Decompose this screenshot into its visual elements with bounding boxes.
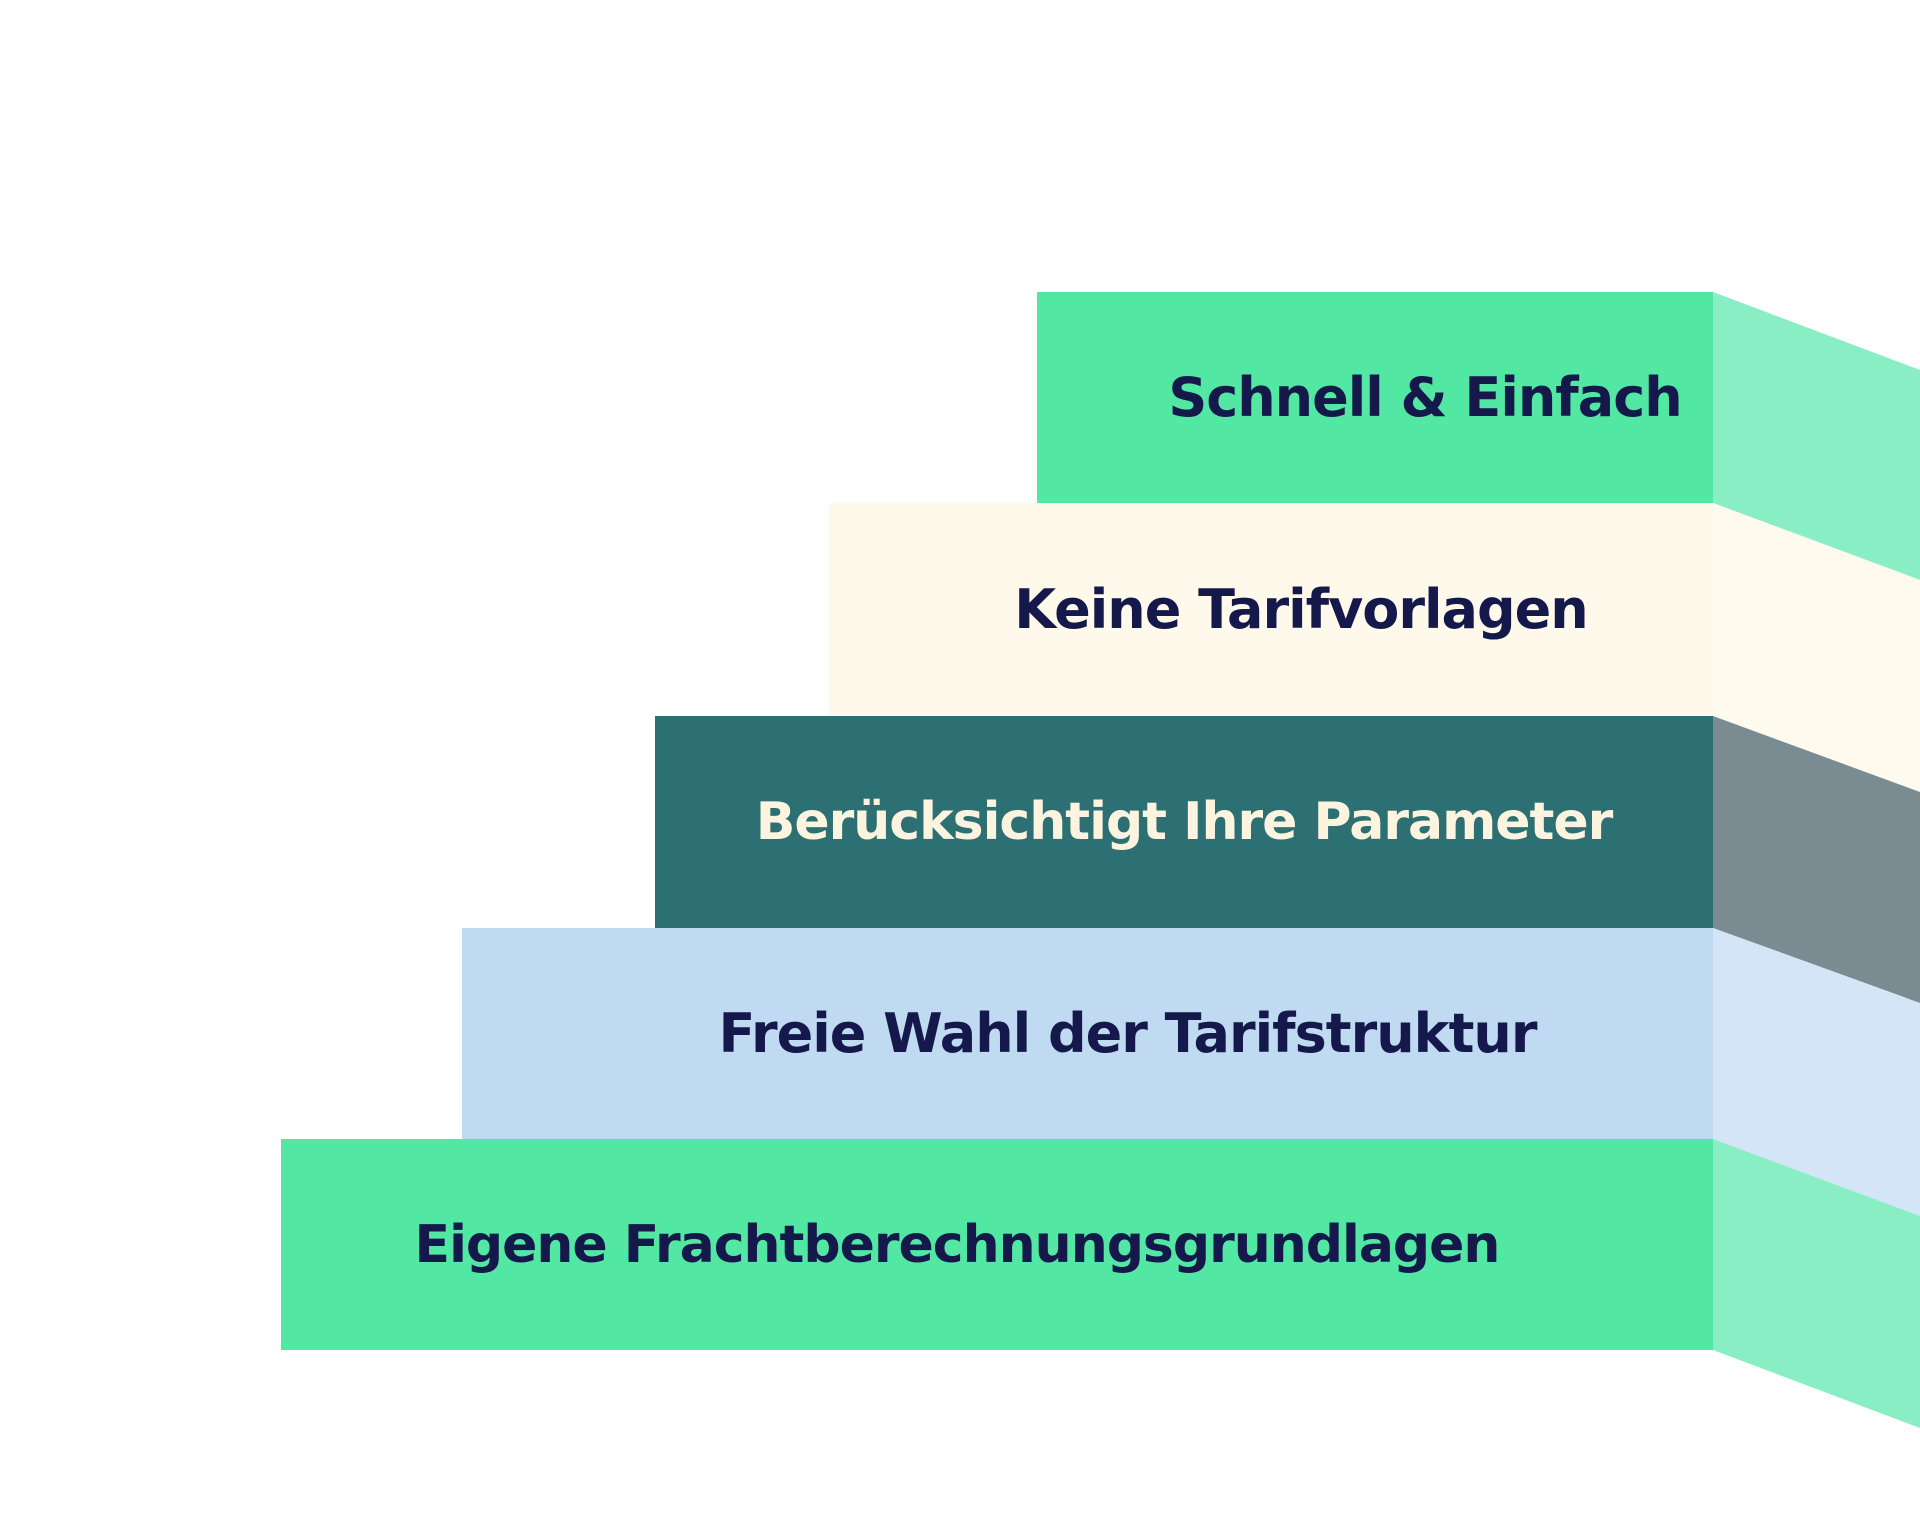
side-face-4 [1713,928,1920,1216]
side-face-2 [1713,503,1920,792]
side-face-5 [1713,1139,1920,1428]
step-keine-tarifvorlagen: Keine Tarifvorlagen [829,503,1713,716]
step-freie-wahl-tarifstruktur: Freie Wahl der Tarifstruktur [462,928,1713,1139]
step-label: Schnell & Einfach [1168,366,1682,429]
step-eigene-frachtberechnungsgrundlagen: Eigene Frachtberechnungsgrundlagen [281,1139,1713,1350]
step-beruecksichtigt-parameter: Berücksichtigt Ihre Parameter [655,716,1713,928]
side-face-1 [1713,292,1920,580]
step-schnell-einfach: Schnell & Einfach [1037,292,1713,503]
step-label: Eigene Frachtberechnungsgrundlagen [414,1214,1501,1275]
step-label: Freie Wahl der Tarifstruktur [718,1002,1538,1065]
step-label: Keine Tarifvorlagen [1014,578,1588,641]
step-label: Berücksichtigt Ihre Parameter [755,792,1614,852]
side-face-3 [1713,716,1920,1003]
